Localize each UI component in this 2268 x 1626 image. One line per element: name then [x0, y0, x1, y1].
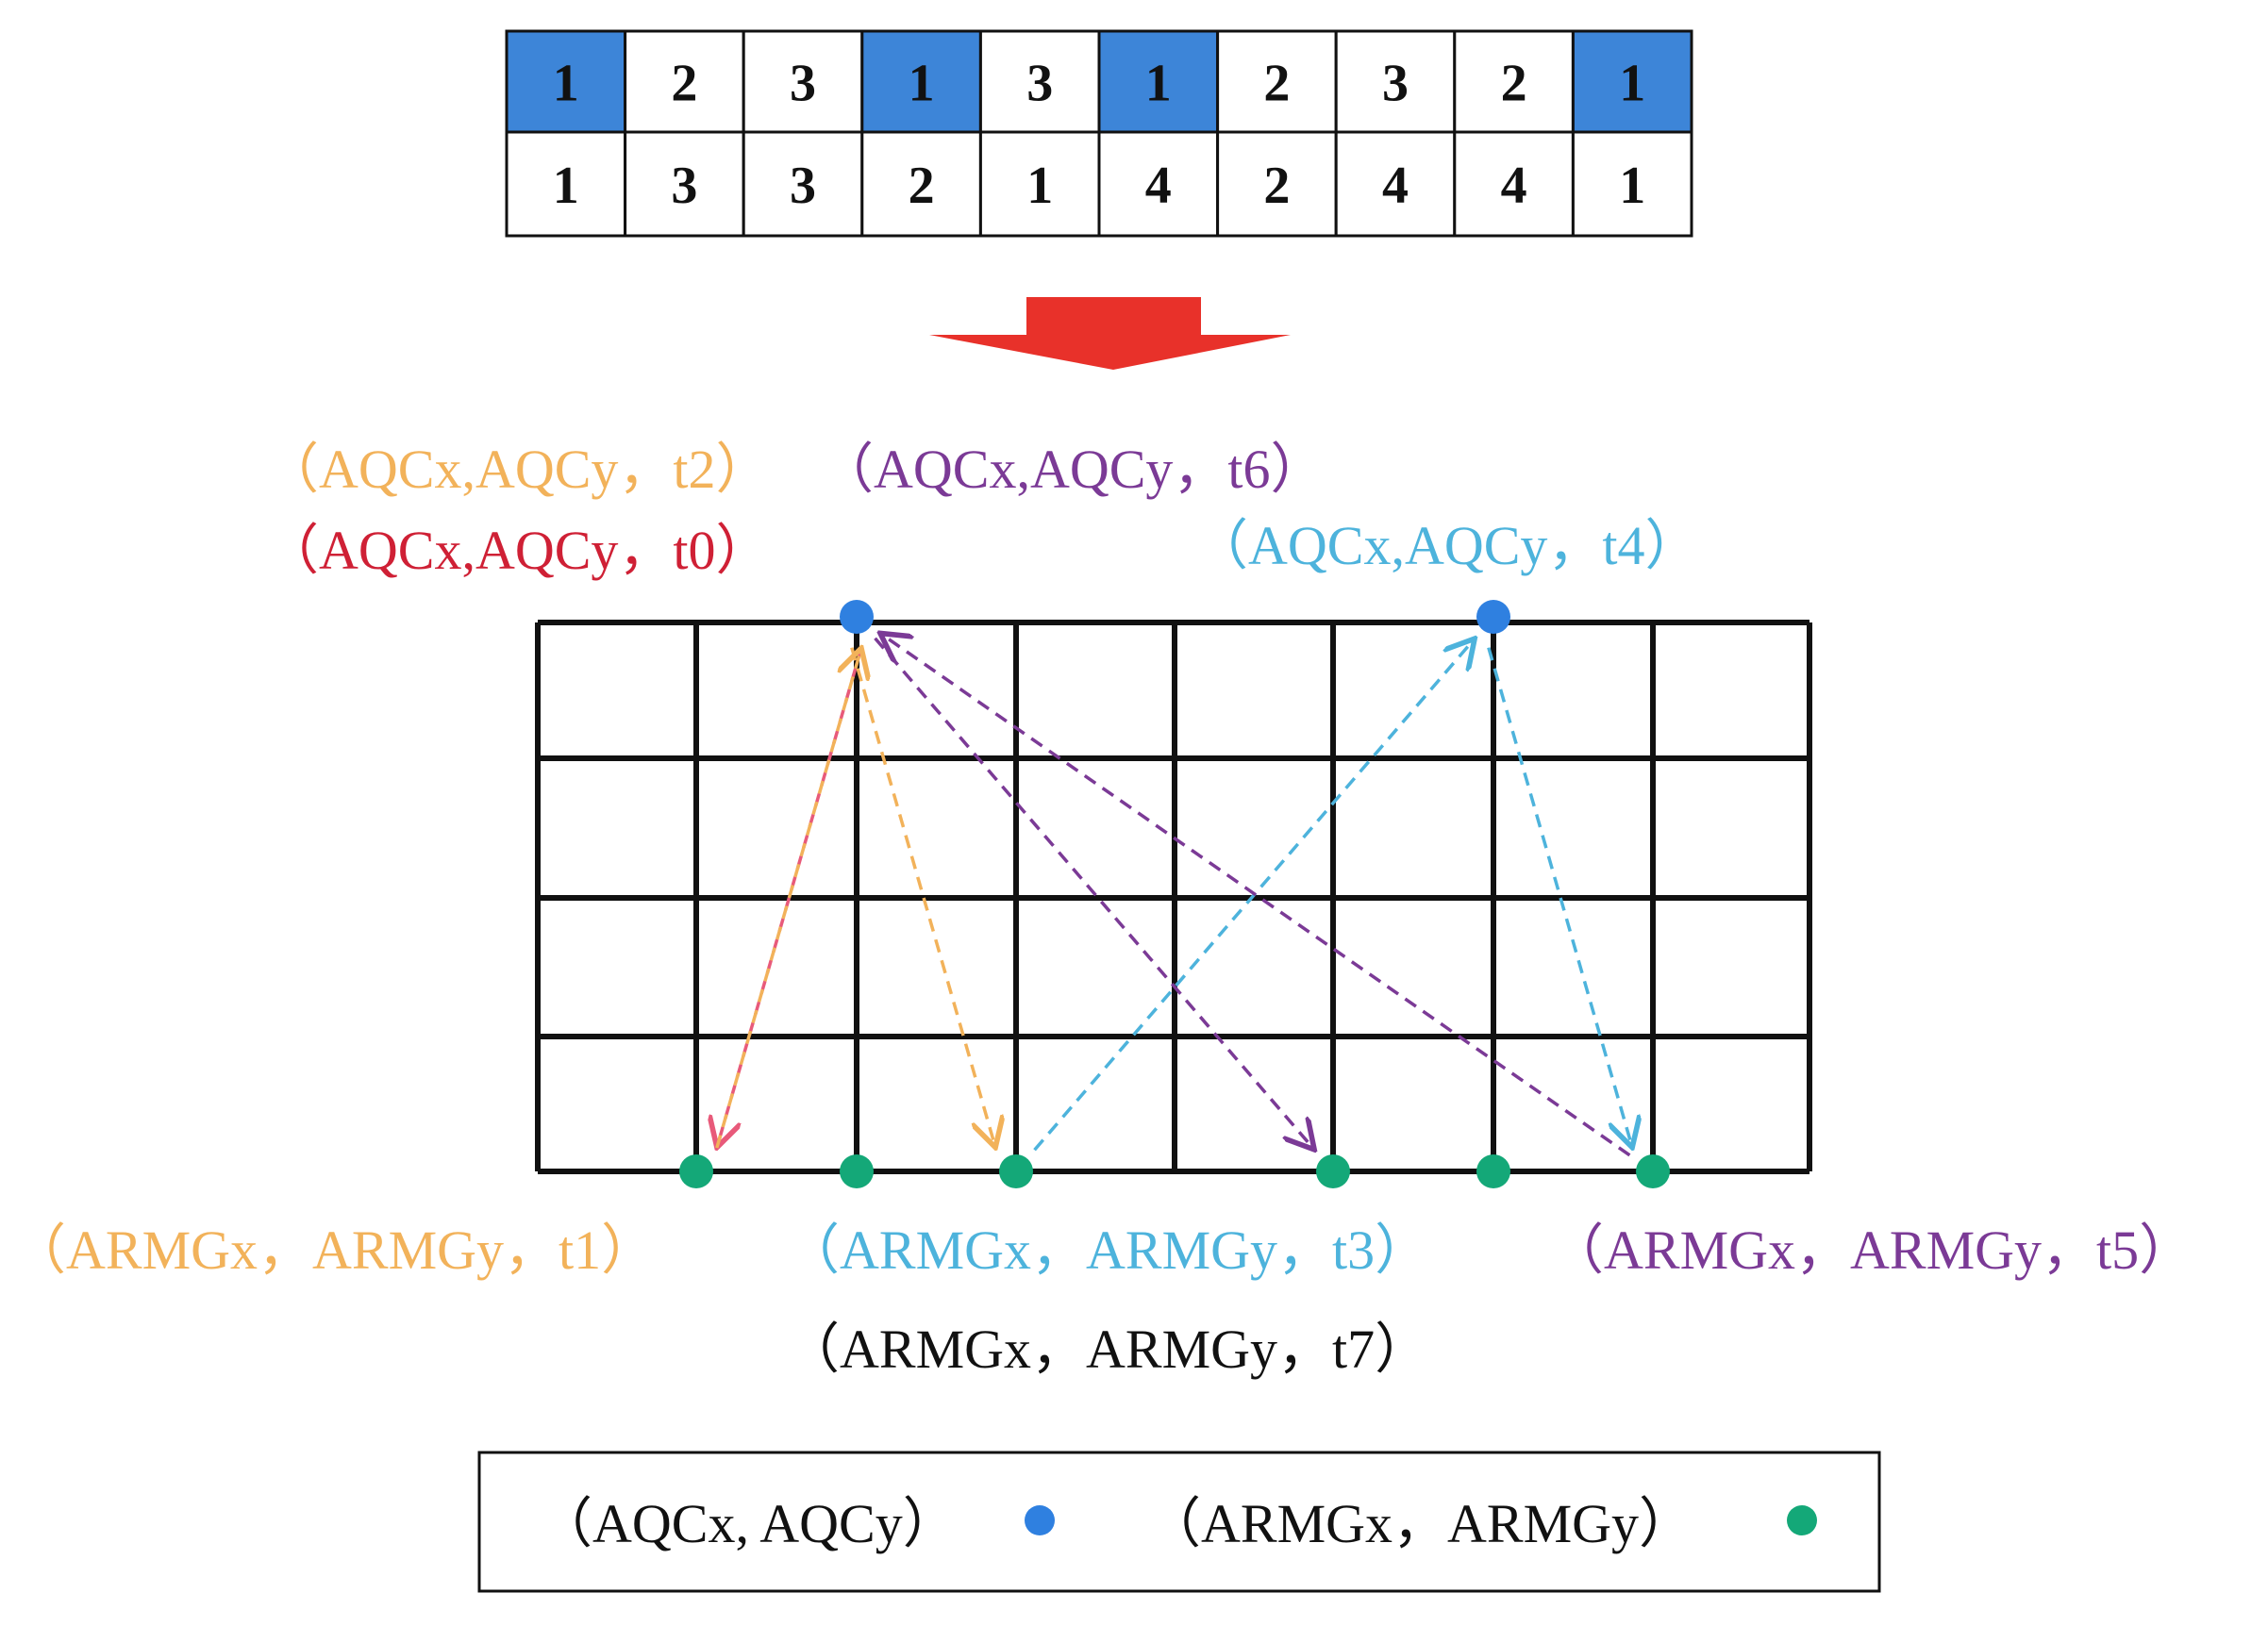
sequence-cell — [1334, 130, 1457, 238]
sequence-cell — [1334, 29, 1457, 134]
nodes — [679, 600, 1670, 1188]
sequence-cell — [505, 29, 627, 134]
path-arrow — [1033, 641, 1473, 1152]
legend-armg-dot-icon — [1787, 1505, 1817, 1535]
sequence-row-1: 1 2 3 1 3 1 2 3 2 1 — [505, 29, 1693, 134]
sequence-cell — [742, 130, 864, 238]
armg-node — [1636, 1154, 1670, 1188]
sequence-cell-value: 2 — [1263, 55, 1290, 113]
label-armg-t5: （ARMGx，ARMGy，t5） — [1549, 1220, 2193, 1281]
sequence-cell — [1216, 130, 1338, 238]
sequence-cell-value: 2 — [1263, 157, 1290, 215]
down-arrow-icon — [929, 297, 1291, 370]
sequence-cell-value: 3 — [671, 157, 697, 215]
path-arrow — [874, 637, 1312, 1147]
sequence-cell — [1097, 29, 1220, 134]
label-armg-t3: （ARMGx，ARMGy，t3） — [785, 1220, 1429, 1281]
sequence-cell-value: 1 — [1619, 157, 1645, 215]
sequence-cell-value: 1 — [553, 55, 579, 113]
label-aqc-t2: （AQCx,AQCy，t2） — [264, 439, 771, 500]
sequence-cell-value: 2 — [909, 157, 935, 215]
sequence-cell — [1453, 130, 1575, 238]
sequence-cell-value: 3 — [1026, 55, 1053, 113]
aqc-node — [1476, 600, 1510, 634]
label-armg-t1: （ARMGx，ARMGy，t1） — [11, 1220, 656, 1281]
sequence-cell — [624, 29, 745, 134]
sequence-cell-value: 1 — [1619, 55, 1645, 113]
sequence-cell — [1571, 130, 1693, 238]
legend: （AQCx, AQCy） （ARMGx，ARMGy） — [477, 1451, 1881, 1593]
sequence-row-2: 1 3 3 2 1 4 2 4 4 1 — [505, 130, 1693, 238]
yard-grid — [535, 620, 1812, 1174]
armg-node — [1476, 1154, 1510, 1188]
sequence-cell-value: 1 — [1145, 55, 1172, 113]
armg-node — [999, 1154, 1033, 1188]
label-aqc-t4: （AQCx,AQCy，t4） — [1193, 515, 1700, 576]
sequence-cell — [860, 130, 982, 238]
sequence-cell — [1097, 130, 1220, 238]
label-aqc-t0: （AQCx,AQCy，t0） — [264, 520, 771, 581]
sequence-cell-value: 1 — [909, 55, 935, 113]
sequence-cell-value: 1 — [553, 157, 579, 215]
sequence-cell-value: 4 — [1501, 157, 1527, 215]
armg-node — [1316, 1154, 1350, 1188]
path-arrows — [717, 635, 1631, 1157]
legend-aqc-label: （AQCx, AQCy） — [538, 1493, 958, 1554]
aqc-node — [840, 600, 874, 634]
sequence-cell-value: 4 — [1382, 157, 1409, 215]
armg-node — [840, 1154, 874, 1188]
sequence-cell-value: 2 — [671, 55, 697, 113]
legend-armg-label: （ARMGx，ARMGy） — [1146, 1493, 1693, 1554]
legend-aqc-dot-icon — [1025, 1505, 1055, 1535]
sequence-cell-value: 3 — [790, 55, 816, 113]
sequence-cell — [624, 130, 745, 238]
sequence-cell-value: 2 — [1501, 55, 1527, 113]
sequence-cell-value: 1 — [1026, 157, 1053, 215]
sequence-table: 1 2 3 1 3 1 2 3 2 1 1 3 3 2 1 4 2 4 4 1 — [505, 29, 1693, 238]
label-aqc-t6: （AQCx,AQCy，t6） — [819, 439, 1326, 500]
label-armg-t7: （ARMGx，ARMGy，t7） — [785, 1319, 1429, 1380]
legend-box — [477, 1451, 1881, 1593]
sequence-cell-value: 4 — [1145, 157, 1172, 215]
sequence-cell-value: 3 — [790, 157, 816, 215]
sequence-cell — [1571, 29, 1693, 134]
armg-node — [679, 1154, 713, 1188]
sequence-cell-value: 3 — [1382, 55, 1409, 113]
